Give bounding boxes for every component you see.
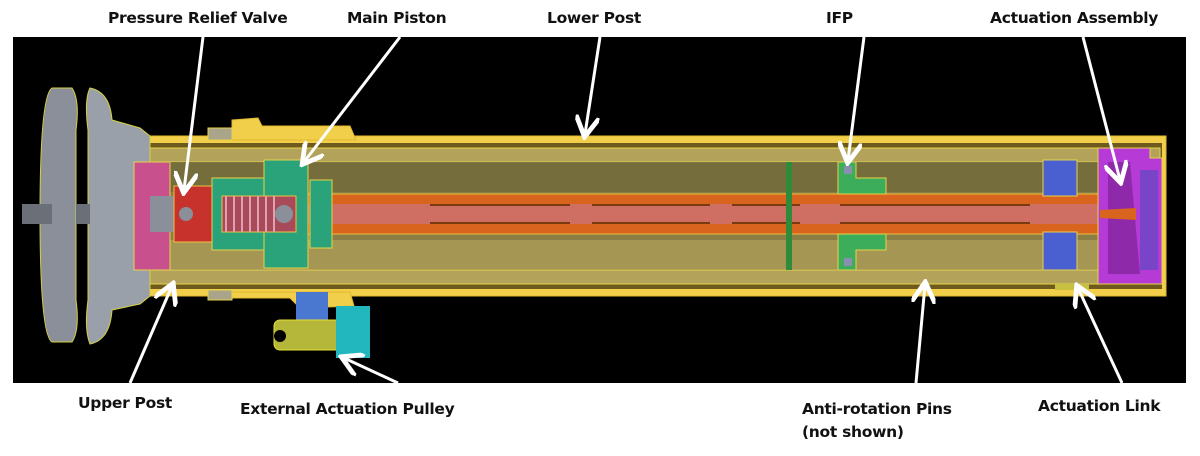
arrow-actuation-assembly <box>1081 36 1120 180</box>
arrow-anti-rotation-pins <box>916 285 925 384</box>
label-actuation-assembly: Actuation Assembly <box>990 9 1159 27</box>
arrow-pressure-relief-valve <box>184 36 205 190</box>
top-cap <box>133 161 174 271</box>
label-upper-post: Upper Post <box>78 394 172 412</box>
saddle-clamp-head <box>22 87 151 345</box>
label-anti-rotation-pins: Anti-rotation Pins <box>802 400 952 418</box>
external-actuation-pulley-part <box>273 292 370 358</box>
label-ifp: IFP <box>826 9 853 27</box>
label-anti-rotation-pins-note: (not shown) <box>802 423 904 441</box>
actuation-link-part <box>1042 159 1089 290</box>
label-pressure-relief-valve: Pressure Relief Valve <box>108 9 288 27</box>
arrow-ifp <box>848 36 866 160</box>
arrow-external-actuation-pulley <box>344 358 399 385</box>
pressure-relief-valve-part <box>173 185 213 243</box>
label-external-actuation-pulley: External Actuation Pulley <box>240 400 455 418</box>
label-actuation-link: Actuation Link <box>1038 397 1161 415</box>
actuation-assembly-part <box>1097 147 1163 285</box>
arrow-lower-post <box>585 36 602 134</box>
arrow-main-piston <box>304 36 402 162</box>
main-piston-part <box>211 159 333 269</box>
arrow-actuation-link <box>1078 288 1124 384</box>
label-lower-post: Lower Post <box>547 9 642 27</box>
label-main-piston: Main Piston <box>347 9 447 27</box>
arrow-upper-post <box>128 286 172 384</box>
damper-rod <box>289 193 1141 235</box>
